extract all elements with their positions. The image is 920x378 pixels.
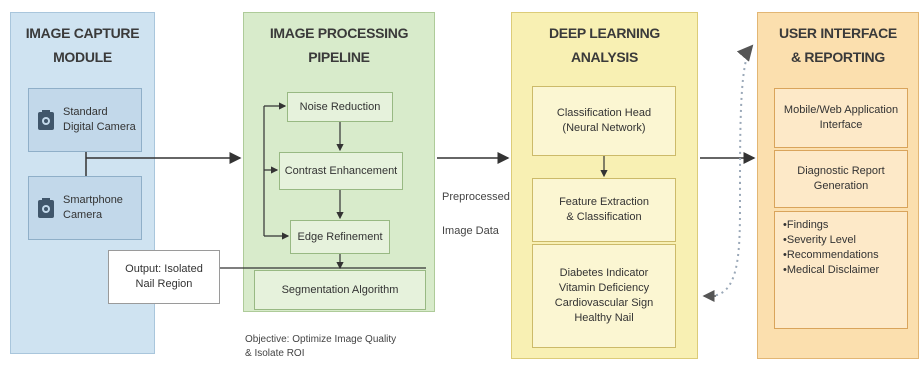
diagnostic-report-box: Diagnostic Report Generation [774,150,908,208]
list-item: •Findings [783,219,829,231]
smartphone-camera-label: Smartphone Camera [63,194,123,221]
processing-title: IMAGE PROCESSING PIPELINE [269,25,409,65]
list-item: •Medical Disclaimer [783,264,880,276]
segmentation-algorithm-box: Segmentation Algorithm [254,270,426,310]
dl-title: DEEP LEARNING ANALYSIS [549,25,660,65]
report-items-list: •Findings •Severity Level •Recommendatio… [783,218,879,278]
pipeline-feedback-bracket [263,105,288,237]
camera-icon [38,110,54,130]
smartphone-camera-icon [38,198,54,218]
smartphone-camera-box: Smartphone Camera [28,176,142,240]
list-item: •Recommendations [783,249,879,261]
list-item: •Severity Level [783,234,856,246]
ui-title: USER INTERFACE & REPORTING [779,25,897,65]
app-interface-box: Mobile/Web Application Interface [774,88,908,148]
edge-refinement-box: Edge Refinement [290,220,390,254]
standard-camera-box: Standard Digital Camera [28,88,142,152]
classification-head-box: Classification Head (Neural Network) [532,86,676,156]
noise-reduction-box: Noise Reduction [287,92,393,122]
preprocessed-image-data-label: Preprocessed Image Data [442,191,510,237]
feedback-dotted-arrow [709,44,754,297]
objective-caption: Objective: Optimize Image Quality & Isol… [245,334,397,359]
contrast-enhancement-box: Contrast Enhancement [279,152,403,190]
feature-extraction-box: Feature Extraction & Classification [532,178,676,242]
output-isolated-nail-box: Output: Isolated Nail Region [108,250,220,304]
capture-title: IMAGE CAPTURE MODULE [25,25,140,65]
nail-condition-outputs-box: Diabetes Indicator Vitamin Deficiency Ca… [532,244,676,348]
report-contents-box: •Findings •Severity Level •Recommendatio… [774,211,908,329]
standard-camera-label: Standard Digital Camera [63,106,136,133]
